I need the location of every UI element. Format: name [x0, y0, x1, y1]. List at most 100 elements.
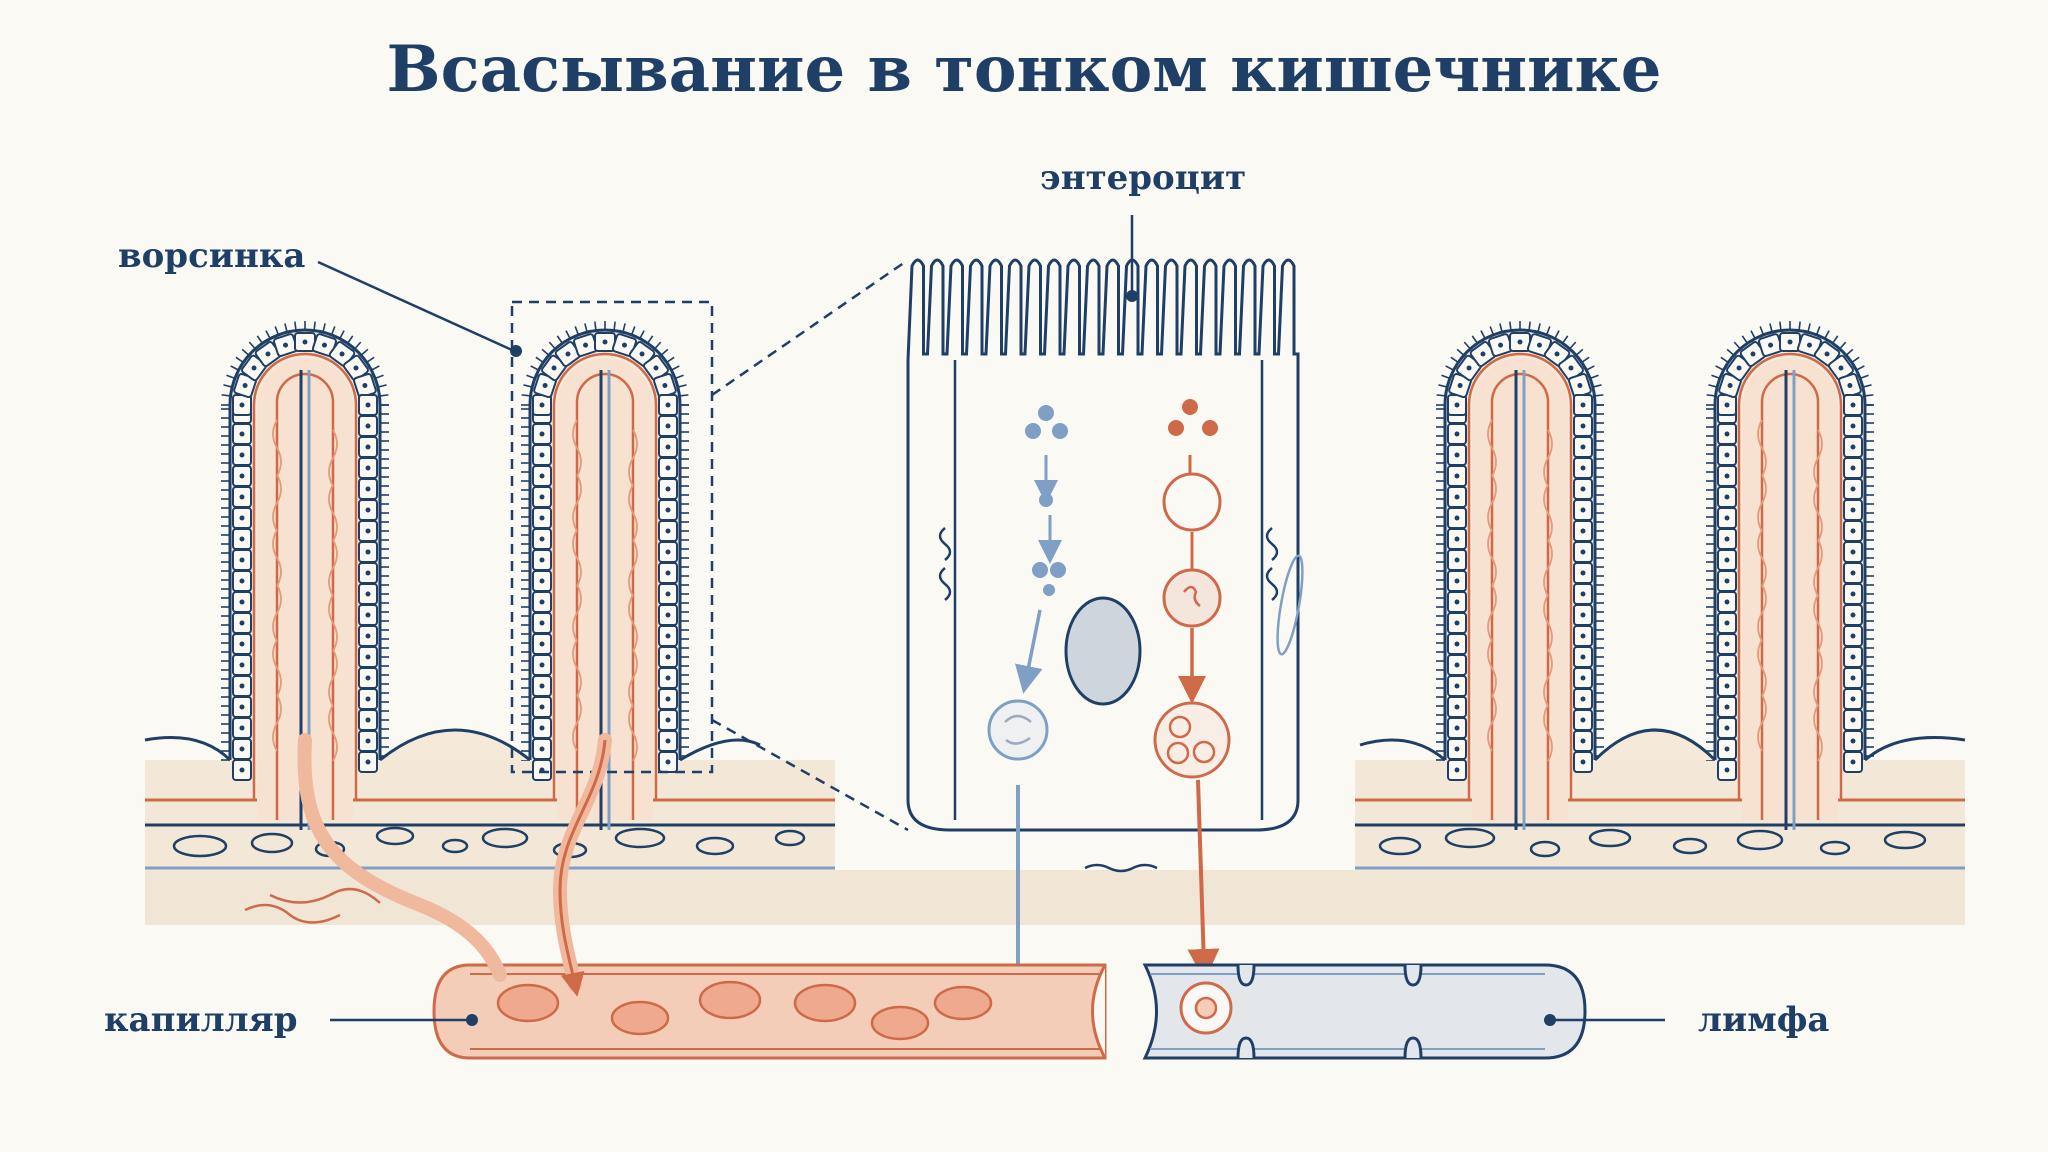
red-blood-cell: [793, 983, 857, 1023]
cell-nucleus: [1850, 444, 1856, 450]
molecule-orange: [1182, 399, 1198, 415]
cell-body: [906, 360, 1300, 832]
cell-nucleus: [239, 620, 245, 626]
cell-nucleus: [365, 633, 371, 639]
cell-nucleus: [239, 599, 245, 605]
cell-nucleus: [1850, 570, 1856, 576]
cell-nucleus: [365, 507, 371, 513]
cell-nucleus: [321, 342, 327, 348]
villus-outline: [1443, 328, 1597, 760]
cell-nucleus: [1724, 473, 1730, 479]
cell-nucleus: [1454, 494, 1460, 500]
cell-nucleus: [551, 365, 557, 371]
basement-membrane: [1737, 352, 1843, 800]
cell-nucleus: [1454, 725, 1460, 731]
cell-nucleus: [539, 578, 545, 584]
cell-nucleus: [1724, 704, 1730, 710]
lymph-label: лимфа: [1698, 1000, 1830, 1040]
cell-nucleus: [365, 528, 371, 534]
lymph-valve: [1403, 964, 1423, 1059]
cell-nucleus: [539, 494, 545, 500]
cell-nucleus: [365, 591, 371, 597]
molecule-orange: [1202, 420, 1218, 436]
cell-nucleus: [1580, 591, 1586, 597]
desmosome-right: [1276, 554, 1304, 656]
cell-nucleus: [1454, 515, 1460, 521]
cell-nucleus: [1580, 549, 1586, 555]
zoom-line-top: [711, 258, 909, 397]
tight-junction-right: [1265, 527, 1279, 601]
cell-nucleus: [239, 402, 245, 408]
enterocyte-cell: [906, 215, 1304, 1006]
cell-nucleus: [665, 759, 671, 765]
cell-nucleus: [539, 704, 545, 710]
cell-nucleus: [1580, 759, 1586, 765]
cell-nucleus: [365, 759, 371, 765]
lymph-vessel: [1142, 963, 1587, 1060]
cell-nucleus: [1724, 683, 1730, 689]
cell-nucleus: [265, 351, 271, 357]
cell-nucleus: [1850, 528, 1856, 534]
cell-nucleus: [1454, 431, 1460, 437]
capillary-network: [244, 887, 381, 924]
cell-nucleus: [539, 536, 545, 542]
blue-pathway: [987, 405, 1068, 1006]
cell-nucleus: [662, 383, 668, 389]
cell-nucleus: [1454, 599, 1460, 605]
capillary-cut-end: [1091, 964, 1107, 1059]
cell-nucleus: [1724, 557, 1730, 563]
cell-nucleus: [1580, 696, 1586, 702]
molecule-blue: [1038, 405, 1054, 421]
capillary-loop: [1760, 372, 1820, 820]
cell-nucleus: [365, 570, 371, 576]
right-tissue-bands: [1355, 760, 1965, 870]
cell-nucleus: [1580, 570, 1586, 576]
cell-nucleus: [1554, 351, 1560, 357]
cell-nucleus: [539, 473, 545, 479]
cell-nucleus: [542, 383, 548, 389]
cell-nucleus: [1580, 633, 1586, 639]
cell-nucleus: [365, 738, 371, 744]
villus: [1706, 321, 1874, 830]
tight-junction-left: [938, 527, 952, 601]
submucosa-cells-right: [1378, 827, 1927, 858]
cell-nucleus: [1850, 612, 1856, 618]
cell-nucleus: [239, 746, 245, 752]
cell-nucleus: [539, 746, 545, 752]
cell-nucleus: [365, 486, 371, 492]
cell-nucleus: [1850, 759, 1856, 765]
cell-nucleus: [1850, 465, 1856, 471]
cell-nucleus: [239, 452, 245, 458]
orange-vesicle-1: [1162, 472, 1222, 532]
cell-nucleus: [1736, 365, 1742, 371]
cell-nucleus: [539, 402, 545, 408]
cell-nucleus: [665, 465, 671, 471]
cell-nucleus: [1850, 654, 1856, 660]
cell-nucleus: [1850, 717, 1856, 723]
cell-nucleus: [239, 683, 245, 689]
cell-nucleus: [583, 342, 589, 348]
cell-nucleus: [1724, 402, 1730, 408]
cell-nucleus: [1454, 452, 1460, 458]
cell-nucleus: [1457, 383, 1463, 389]
cell-nucleus: [665, 591, 671, 597]
capillary-label: капилляр: [104, 1000, 298, 1040]
cell-nucleus: [239, 578, 245, 584]
cell-nucleus: [1850, 633, 1856, 639]
brush-border-microvilli: [906, 258, 1300, 361]
lymph-valve: [1236, 964, 1256, 1059]
cell-nucleus: [239, 725, 245, 731]
cell-nucleus: [1536, 342, 1542, 348]
villus-label: ворсинка: [118, 236, 306, 276]
cell-nucleus: [665, 633, 671, 639]
cell-nucleus: [283, 342, 289, 348]
capillary-loop: [1490, 372, 1550, 820]
cell-nucleus: [539, 662, 545, 668]
cell-nucleus: [1577, 383, 1583, 389]
cell-nucleus: [239, 704, 245, 710]
cell-nucleus: [1454, 683, 1460, 689]
cell-nucleus: [1750, 351, 1756, 357]
cell-nucleus: [362, 383, 368, 389]
cell-nucleus: [365, 549, 371, 555]
